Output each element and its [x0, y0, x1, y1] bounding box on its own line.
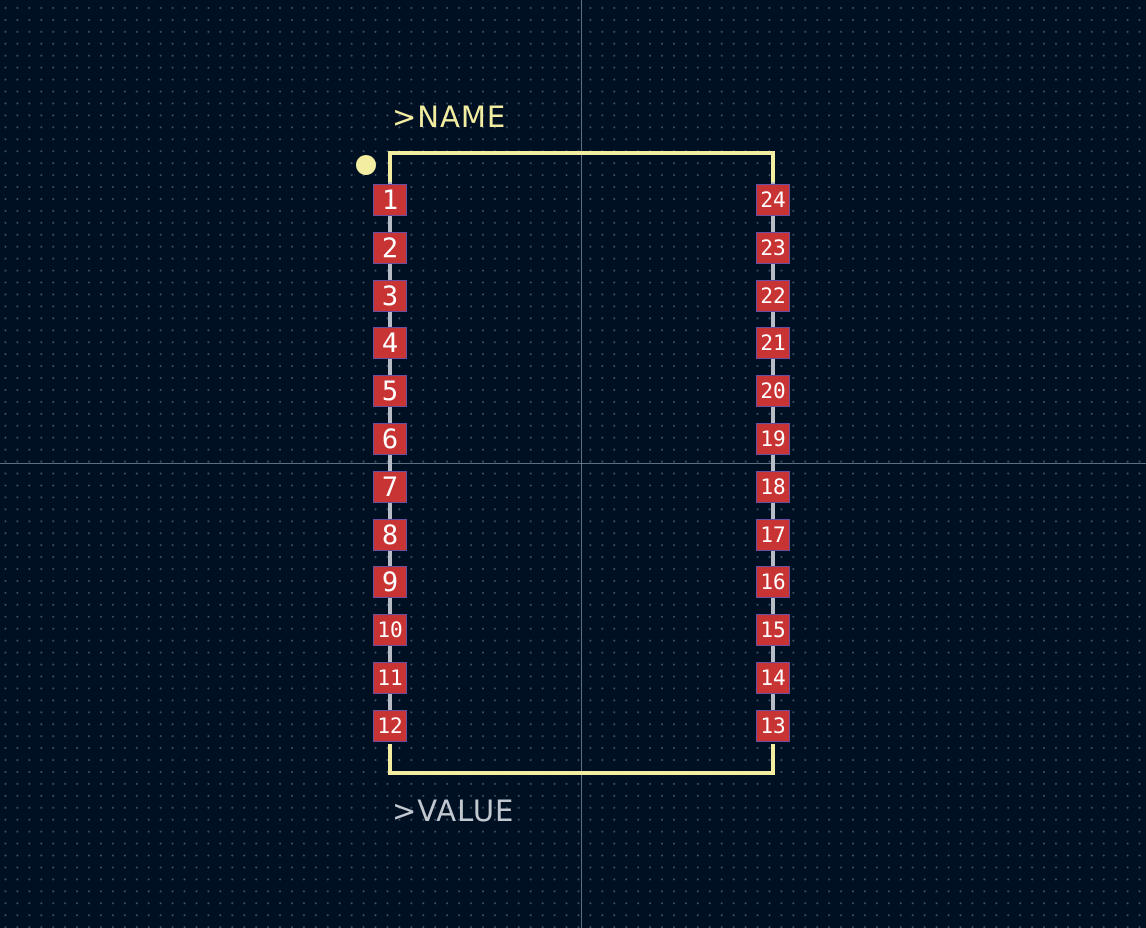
- pad-3[interactable]: 3: [373, 280, 407, 312]
- footprint-name-field[interactable]: >NAME: [392, 100, 507, 134]
- pin-leads: [388, 180, 775, 742]
- pad-11[interactable]: 11: [373, 662, 407, 694]
- pad-5[interactable]: 5: [373, 375, 407, 407]
- pad-4[interactable]: 4: [373, 327, 407, 359]
- pad-7[interactable]: 7: [373, 471, 407, 503]
- footprint-value-field[interactable]: >VALUE: [392, 794, 515, 828]
- pad-2[interactable]: 2: [373, 232, 407, 264]
- pad-16[interactable]: 16: [756, 566, 790, 598]
- pad-23[interactable]: 23: [756, 232, 790, 264]
- pad-17[interactable]: 17: [756, 519, 790, 551]
- pad-13[interactable]: 13: [756, 710, 790, 742]
- pad-15[interactable]: 15: [756, 614, 790, 646]
- silkscreen-outline: [388, 151, 775, 775]
- pad-19[interactable]: 19: [756, 423, 790, 455]
- pad-18[interactable]: 18: [756, 471, 790, 503]
- pad-22[interactable]: 22: [756, 280, 790, 312]
- pad-6[interactable]: 6: [373, 423, 407, 455]
- crosshair-vertical: [581, 0, 582, 928]
- pad-9[interactable]: 9: [373, 566, 407, 598]
- pin-1-indicator: [356, 155, 376, 175]
- pad-14[interactable]: 14: [756, 662, 790, 694]
- crosshair-horizontal: [0, 463, 1146, 464]
- pad-1[interactable]: 1: [373, 184, 407, 216]
- pad-24[interactable]: 24: [756, 184, 790, 216]
- pad-12[interactable]: 12: [373, 710, 407, 742]
- pad-10[interactable]: 10: [373, 614, 407, 646]
- pad-21[interactable]: 21: [756, 327, 790, 359]
- pad-8[interactable]: 8: [373, 519, 407, 551]
- pad-20[interactable]: 20: [756, 375, 790, 407]
